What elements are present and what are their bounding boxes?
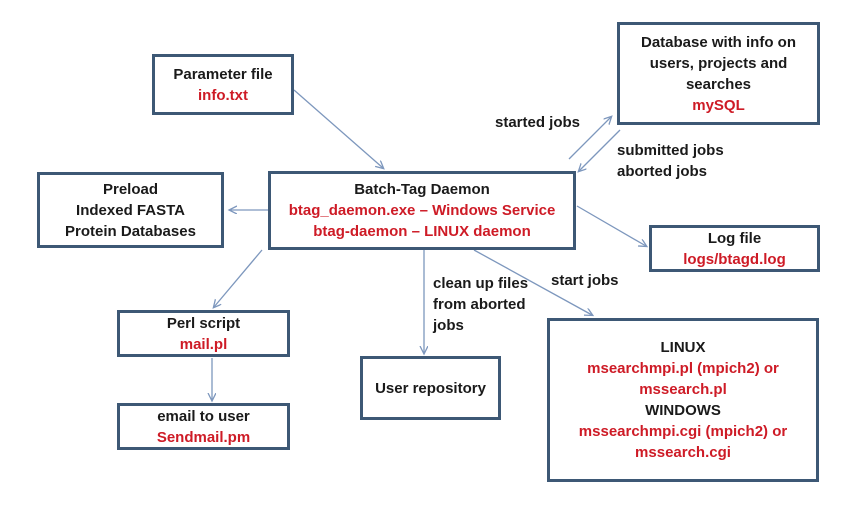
arrow-parameter-to-daemon bbox=[293, 89, 383, 168]
edge-label-line: clean up files bbox=[433, 275, 529, 292]
node-label: User repository bbox=[375, 379, 486, 397]
edge-label-start-jobs: start jobs bbox=[551, 272, 619, 289]
edge-label-submitted-aborted-jobs: submitted jobs aborted jobs bbox=[617, 140, 724, 182]
node-filename: info.txt bbox=[198, 86, 248, 104]
node-label: Indexed FASTA bbox=[76, 201, 185, 219]
node-perl-script: Perl script mail.pl bbox=[117, 310, 290, 357]
edge-label-clean-up-files: clean up files from aborted jobs bbox=[433, 273, 528, 336]
node-filename: mssearch.pl bbox=[639, 381, 727, 398]
edge-label-line: aborted jobs bbox=[617, 163, 708, 180]
node-label: Protein Databases bbox=[65, 222, 196, 240]
node-user-repository: User repository bbox=[360, 356, 501, 420]
node-label: Batch-Tag Daemon bbox=[354, 181, 490, 198]
node-filename: Sendmail.pm bbox=[156, 428, 251, 446]
edge-label-line: jobs bbox=[433, 317, 464, 334]
arrow-database-to-daemon bbox=[579, 129, 621, 171]
node-label: Parameter file bbox=[173, 65, 273, 83]
node-filename: mssearch.cgi bbox=[635, 444, 731, 461]
node-filename: mySQL bbox=[692, 96, 745, 114]
node-filename: mail.pl bbox=[179, 335, 228, 353]
node-label: WINDOWS bbox=[645, 402, 721, 419]
node-filename: btag_daemon.exe – Windows Service bbox=[288, 202, 556, 219]
node-label: searches bbox=[685, 75, 752, 93]
node-database: Database with info on users, projects an… bbox=[617, 22, 820, 125]
node-log-file: Log file logs/btagd.log bbox=[649, 225, 820, 272]
edge-label-started-jobs: started jobs bbox=[495, 114, 581, 131]
node-label: users, projects and bbox=[649, 54, 788, 72]
node-label: Perl script bbox=[166, 314, 241, 332]
node-filename: mssearchmpi.cgi (mpich2) or bbox=[578, 423, 788, 440]
node-filename: logs/btagd.log bbox=[683, 250, 786, 268]
node-label: email to user bbox=[157, 407, 250, 425]
node-parameter-file: Parameter file info.txt bbox=[152, 54, 294, 115]
node-label: Database with info on bbox=[640, 33, 796, 51]
node-search-programs: LINUX msearchmpi.pl (mpich2) or mssearch… bbox=[547, 318, 819, 482]
node-label: LINUX bbox=[660, 339, 706, 356]
node-preload-databases: Preload Indexed FASTA Protein Databases bbox=[37, 172, 224, 248]
node-filename: msearchmpi.pl (mpich2) or bbox=[587, 360, 779, 377]
arrow-daemon-to-logfile bbox=[576, 205, 646, 246]
node-batch-tag-daemon: Batch-Tag Daemon btag_daemon.exe – Windo… bbox=[268, 171, 576, 250]
edge-label-line: submitted jobs bbox=[617, 142, 724, 159]
arrow-daemon-to-perl bbox=[214, 249, 263, 307]
node-filename: btag-daemon – LINUX daemon bbox=[313, 223, 531, 240]
node-label: Log file bbox=[707, 229, 762, 247]
node-label: Preload bbox=[102, 180, 159, 198]
node-email-to-user: email to user Sendmail.pm bbox=[117, 403, 290, 450]
edge-label-line: from aborted bbox=[433, 296, 526, 313]
